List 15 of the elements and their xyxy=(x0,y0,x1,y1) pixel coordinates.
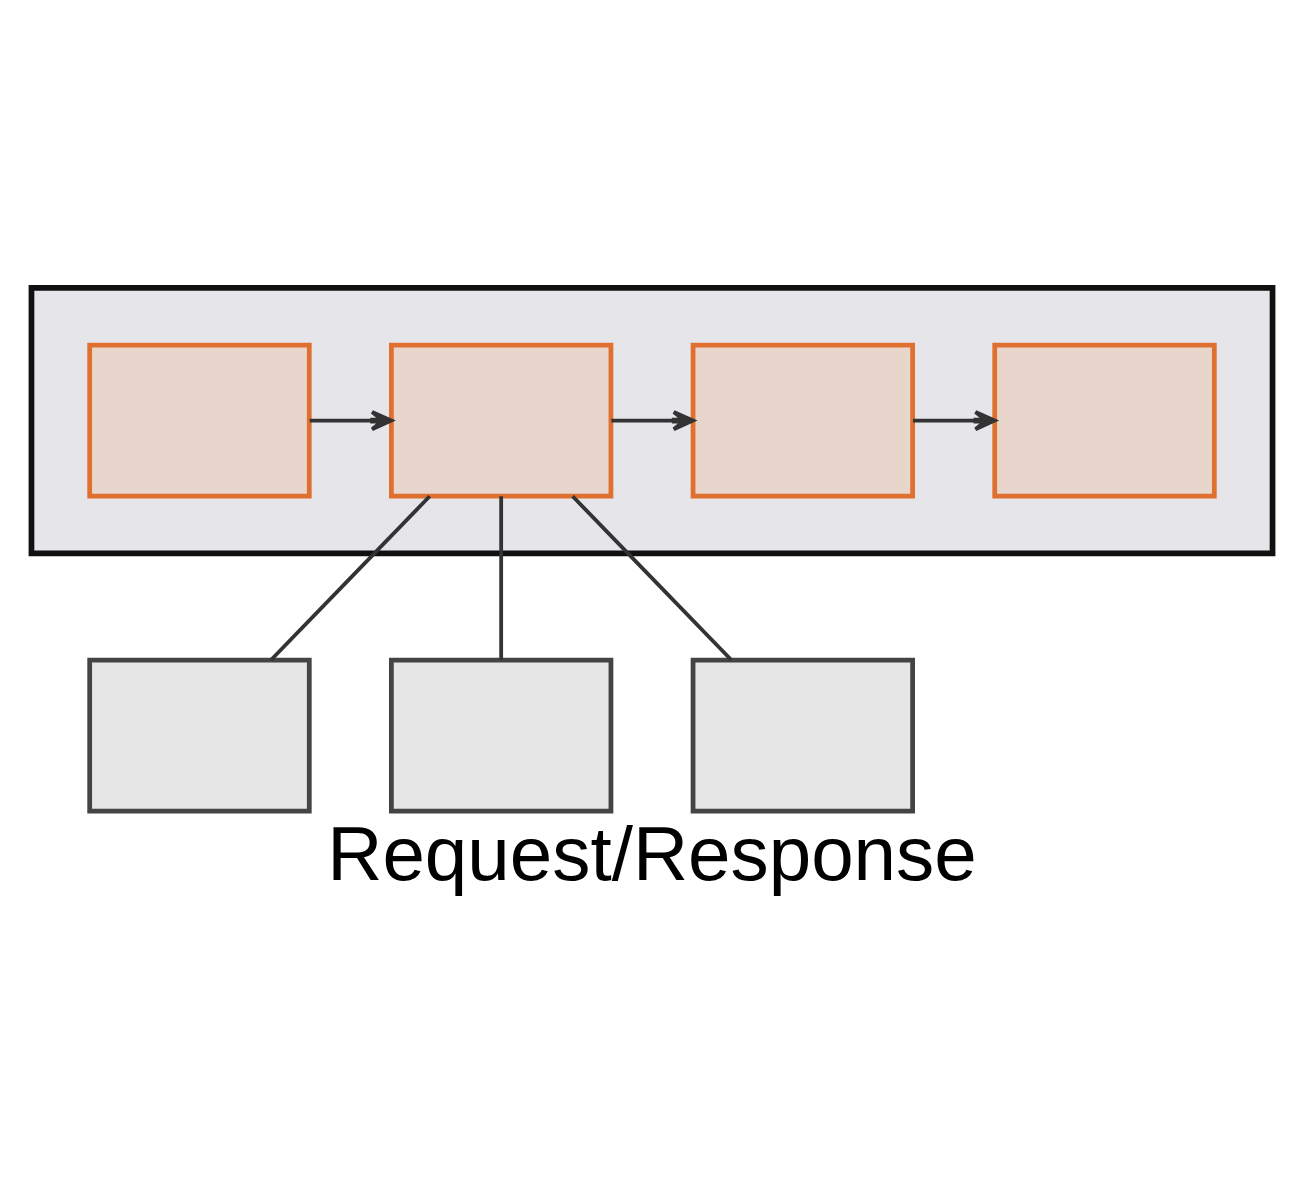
node-box xyxy=(690,657,915,813)
node-box xyxy=(389,657,614,813)
arrow xyxy=(309,409,394,431)
connector xyxy=(571,494,733,661)
node-box xyxy=(690,342,915,498)
connector xyxy=(269,494,432,661)
node-box xyxy=(389,342,614,498)
connector xyxy=(499,495,504,660)
arrow xyxy=(913,409,997,431)
node-box xyxy=(992,342,1217,498)
node-box xyxy=(87,657,312,813)
arrow xyxy=(611,409,695,431)
caption: Request/Response xyxy=(327,810,977,896)
cluster xyxy=(28,284,1276,556)
node-box xyxy=(87,342,312,498)
